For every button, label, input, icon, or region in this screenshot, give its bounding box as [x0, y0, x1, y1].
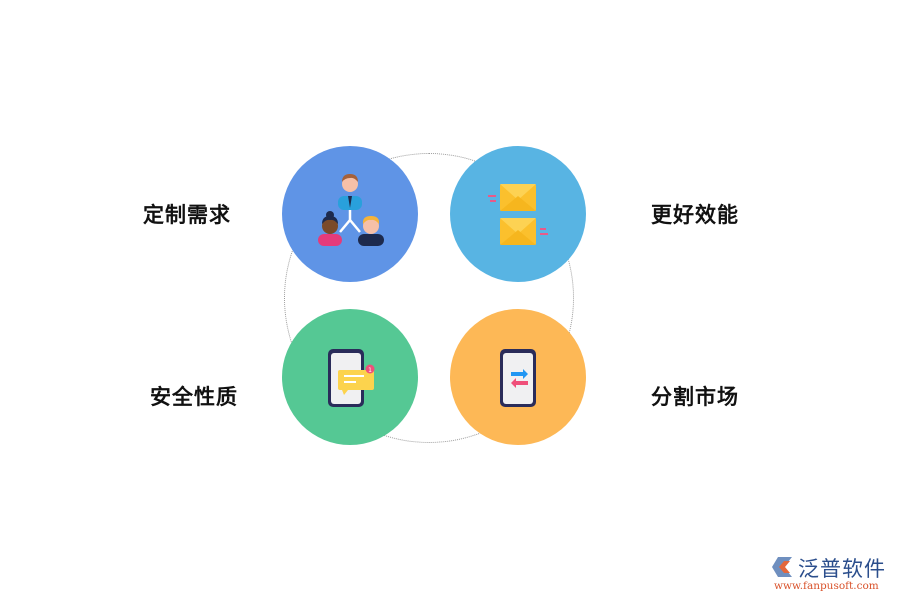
- phone-notification-icon: 1: [328, 349, 375, 407]
- label-better-efficiency: 更好效能: [651, 203, 739, 227]
- circle-better-efficiency: [450, 146, 586, 282]
- dotted-connector-ring: [284, 153, 574, 443]
- label-custom-demand: 定制需求: [143, 203, 231, 227]
- logo-name: 泛普软件: [798, 557, 886, 581]
- circle-custom-demand: [282, 146, 418, 282]
- circle-security: 1: [282, 309, 418, 445]
- logo-url: www.fanpusoft.com: [774, 580, 879, 592]
- label-market-segmentation: 分割市场: [651, 385, 739, 409]
- phone-transfer-icon: [500, 349, 536, 407]
- svg-text:1: 1: [368, 367, 372, 374]
- circle-market-segmentation: [450, 309, 586, 445]
- team-hierarchy-icon: [318, 174, 384, 246]
- label-security: 安全性质: [150, 385, 238, 409]
- fanpu-logo: 泛普软件 www.fanpusoft.com: [770, 553, 895, 595]
- fanpu-logo-mark-icon: [772, 557, 792, 577]
- mail-envelopes-icon: [488, 184, 548, 245]
